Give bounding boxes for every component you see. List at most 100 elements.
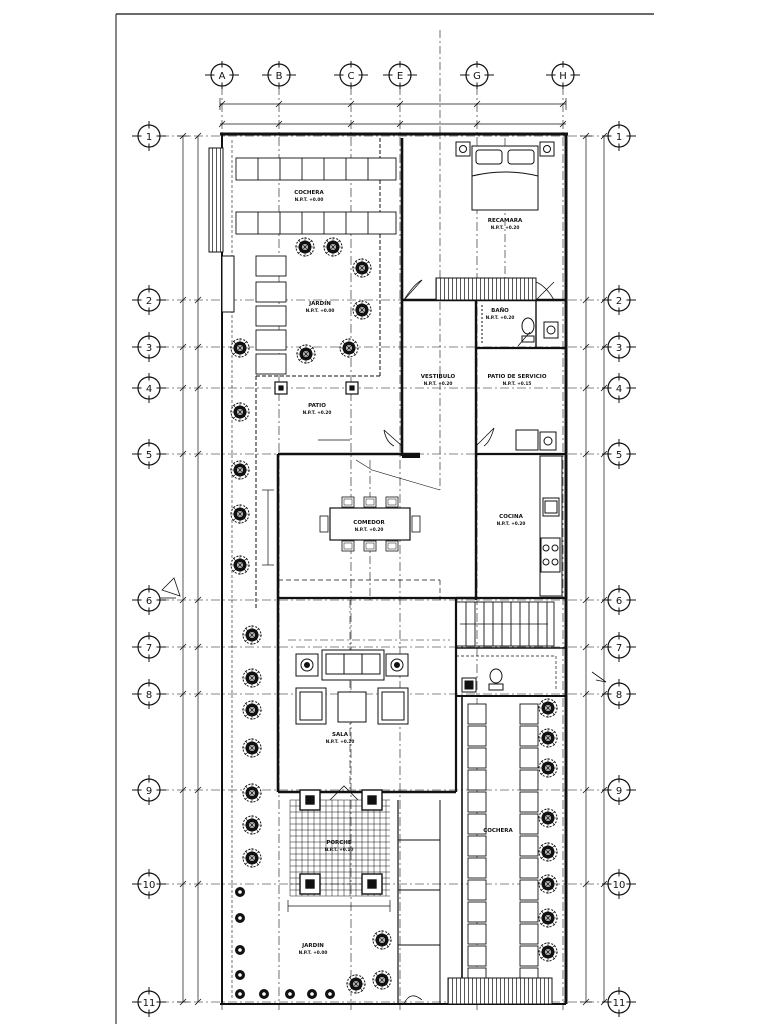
stair-landing	[456, 655, 557, 690]
shrub-26	[371, 929, 393, 951]
laundry-sink	[515, 429, 557, 451]
grid-label-col-g: G	[473, 71, 481, 82]
cochera-top-pavers	[235, 157, 397, 235]
grid-label-row-4: 4	[616, 384, 622, 395]
small-plant-4	[235, 989, 245, 999]
room-level-porche: N.P.T. +0.10	[325, 847, 354, 853]
grid-bubble-row-11-right: 11	[602, 987, 636, 1017]
cochera-gate	[208, 147, 224, 253]
room-name-bano: BAÑO	[491, 307, 509, 314]
grid-label-row-2: 2	[616, 296, 622, 307]
room-name-patio-servicio: PATIO DE SERVICIO	[488, 374, 547, 380]
grid-bubble-row-2-right: 2	[602, 285, 636, 315]
room-name-recamara: RECAMARA	[488, 218, 523, 224]
comedor-arrow	[355, 459, 441, 491]
shrub-17	[241, 847, 263, 869]
grid-label-col-e: E	[397, 71, 403, 82]
dimension-ticks	[179, 100, 608, 1006]
room-level-vestibulo: N.P.T. +0.20	[424, 381, 453, 387]
entry-arrow	[329, 785, 359, 801]
stair-treads	[460, 602, 548, 646]
staircase	[455, 601, 555, 647]
grid-label-row-8: 8	[146, 690, 152, 701]
small-plant-1	[235, 913, 245, 923]
patio-columns	[274, 381, 359, 395]
grid-bubble-row-3-left: 3	[132, 332, 166, 362]
shrub-19	[537, 727, 559, 749]
grid-bubble-row-9-right: 9	[602, 775, 636, 805]
shrub-20	[537, 757, 559, 779]
grid-label-row-2: 2	[146, 296, 152, 307]
grid-label-row-11: 11	[143, 998, 156, 1009]
level-markers	[160, 577, 607, 683]
grid-label-row-9: 9	[146, 786, 152, 797]
grid-bubble-col-g: G	[460, 61, 494, 89]
room-level-recamara: N.P.T. +0.20	[491, 225, 520, 231]
shrub-15	[241, 782, 263, 804]
grid-bubble-col-e: E	[383, 61, 417, 89]
small-plant-7	[307, 989, 317, 999]
room-level-patio-servicio: N.P.T. +0.15	[503, 381, 532, 387]
grid-label-row-5: 5	[146, 450, 152, 461]
grid-bubble-row-3-right: 3	[602, 332, 636, 362]
shrub-14	[241, 737, 263, 759]
shrub-21	[537, 807, 559, 829]
grid-bubble-row-7-left: 7	[132, 632, 166, 662]
room-level-comedor: N.P.T. +0.20	[355, 527, 384, 533]
grid-bubble-row-8-right: 8	[602, 679, 636, 709]
service-wc	[461, 668, 504, 693]
grid-bubble-row-6-left: 6	[132, 585, 166, 615]
room-level-patio: N.P.T. +0.20	[303, 410, 332, 416]
grid-label-row-1: 1	[146, 132, 152, 143]
room-level-jardin-bottom: N.P.T. +0.00	[299, 950, 328, 956]
small-plant-2	[235, 945, 245, 955]
bathroom-fixtures	[481, 305, 559, 345]
grid-label-row-7: 7	[616, 643, 622, 654]
grid-label-row-9: 9	[616, 786, 622, 797]
garden-pavers	[255, 255, 287, 375]
kitchen-counter	[539, 455, 563, 597]
front-gate	[447, 977, 553, 1005]
grid-bubble-row-6-right: 6	[602, 585, 636, 615]
shrub-25	[537, 941, 559, 963]
shrub-10	[229, 554, 251, 576]
living-room-furniture	[295, 649, 409, 725]
room-name-vestibulo: VESTIBULO	[421, 374, 456, 380]
shrub-23	[537, 873, 559, 895]
shrub-24	[537, 907, 559, 929]
dining-table	[319, 496, 421, 552]
grid-bubble-row-5-left: 5	[132, 439, 166, 469]
shrub-1	[322, 236, 344, 258]
room-name-jardin-bottom: JARDIN	[301, 943, 324, 949]
room-name-cochera-side: COCHERA	[483, 828, 513, 834]
front-door-swing	[403, 995, 423, 1005]
small-plant-8	[325, 989, 335, 999]
shrub-13	[241, 699, 263, 721]
grid-bubble-row-7-right: 7	[602, 632, 636, 662]
room-name-sala: SALA	[332, 732, 349, 738]
small-plant-6	[285, 989, 295, 999]
side-parking-pavers	[467, 703, 539, 989]
shrub-28	[371, 969, 393, 991]
shrub-0	[294, 236, 316, 258]
grid-label-col-c: C	[348, 71, 355, 82]
grid-label-row-6: 6	[616, 596, 622, 607]
grid-label-row-1: 1	[616, 132, 622, 143]
shrub-22	[537, 841, 559, 863]
room-level-cochera-top: N.P.T. +0.00	[295, 197, 324, 203]
room-name-cocina: COCINA	[499, 514, 523, 520]
room-name-comedor: COMEDOR	[353, 520, 385, 526]
room-name-porche: PORCHE	[326, 840, 352, 846]
small-plant-5	[259, 989, 269, 999]
grid-bubble-row-11-left: 11	[132, 987, 166, 1017]
